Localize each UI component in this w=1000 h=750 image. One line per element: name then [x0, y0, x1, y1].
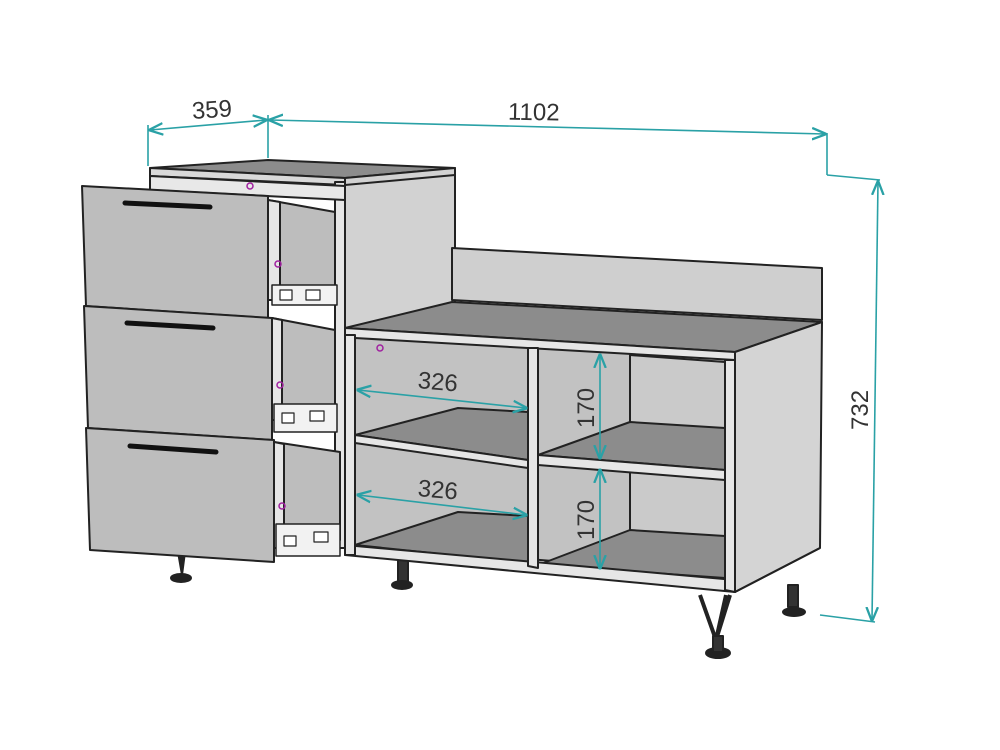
cabinet-legs [170, 551, 806, 659]
drawer-top [81, 185, 338, 319]
dimension-drawer-depth: 359 [191, 95, 233, 125]
dimension-lines [147, 115, 880, 623]
dimension-shelf-width-upper: 326 [417, 367, 459, 397]
dimension-total-width: 1102 [508, 99, 560, 127]
dimension-shelf-height-upper: 170 [573, 388, 600, 428]
dimension-labels: 359 1102 732 326 326 170 170 [191, 95, 874, 540]
drawer-bottom [85, 427, 341, 563]
drawer-middle [83, 305, 338, 441]
dimension-total-height: 732 [847, 390, 874, 430]
dimension-shelf-width-lower: 326 [417, 475, 459, 505]
dimension-shelf-height-lower: 170 [573, 500, 600, 540]
shelf-unit [344, 247, 823, 593]
